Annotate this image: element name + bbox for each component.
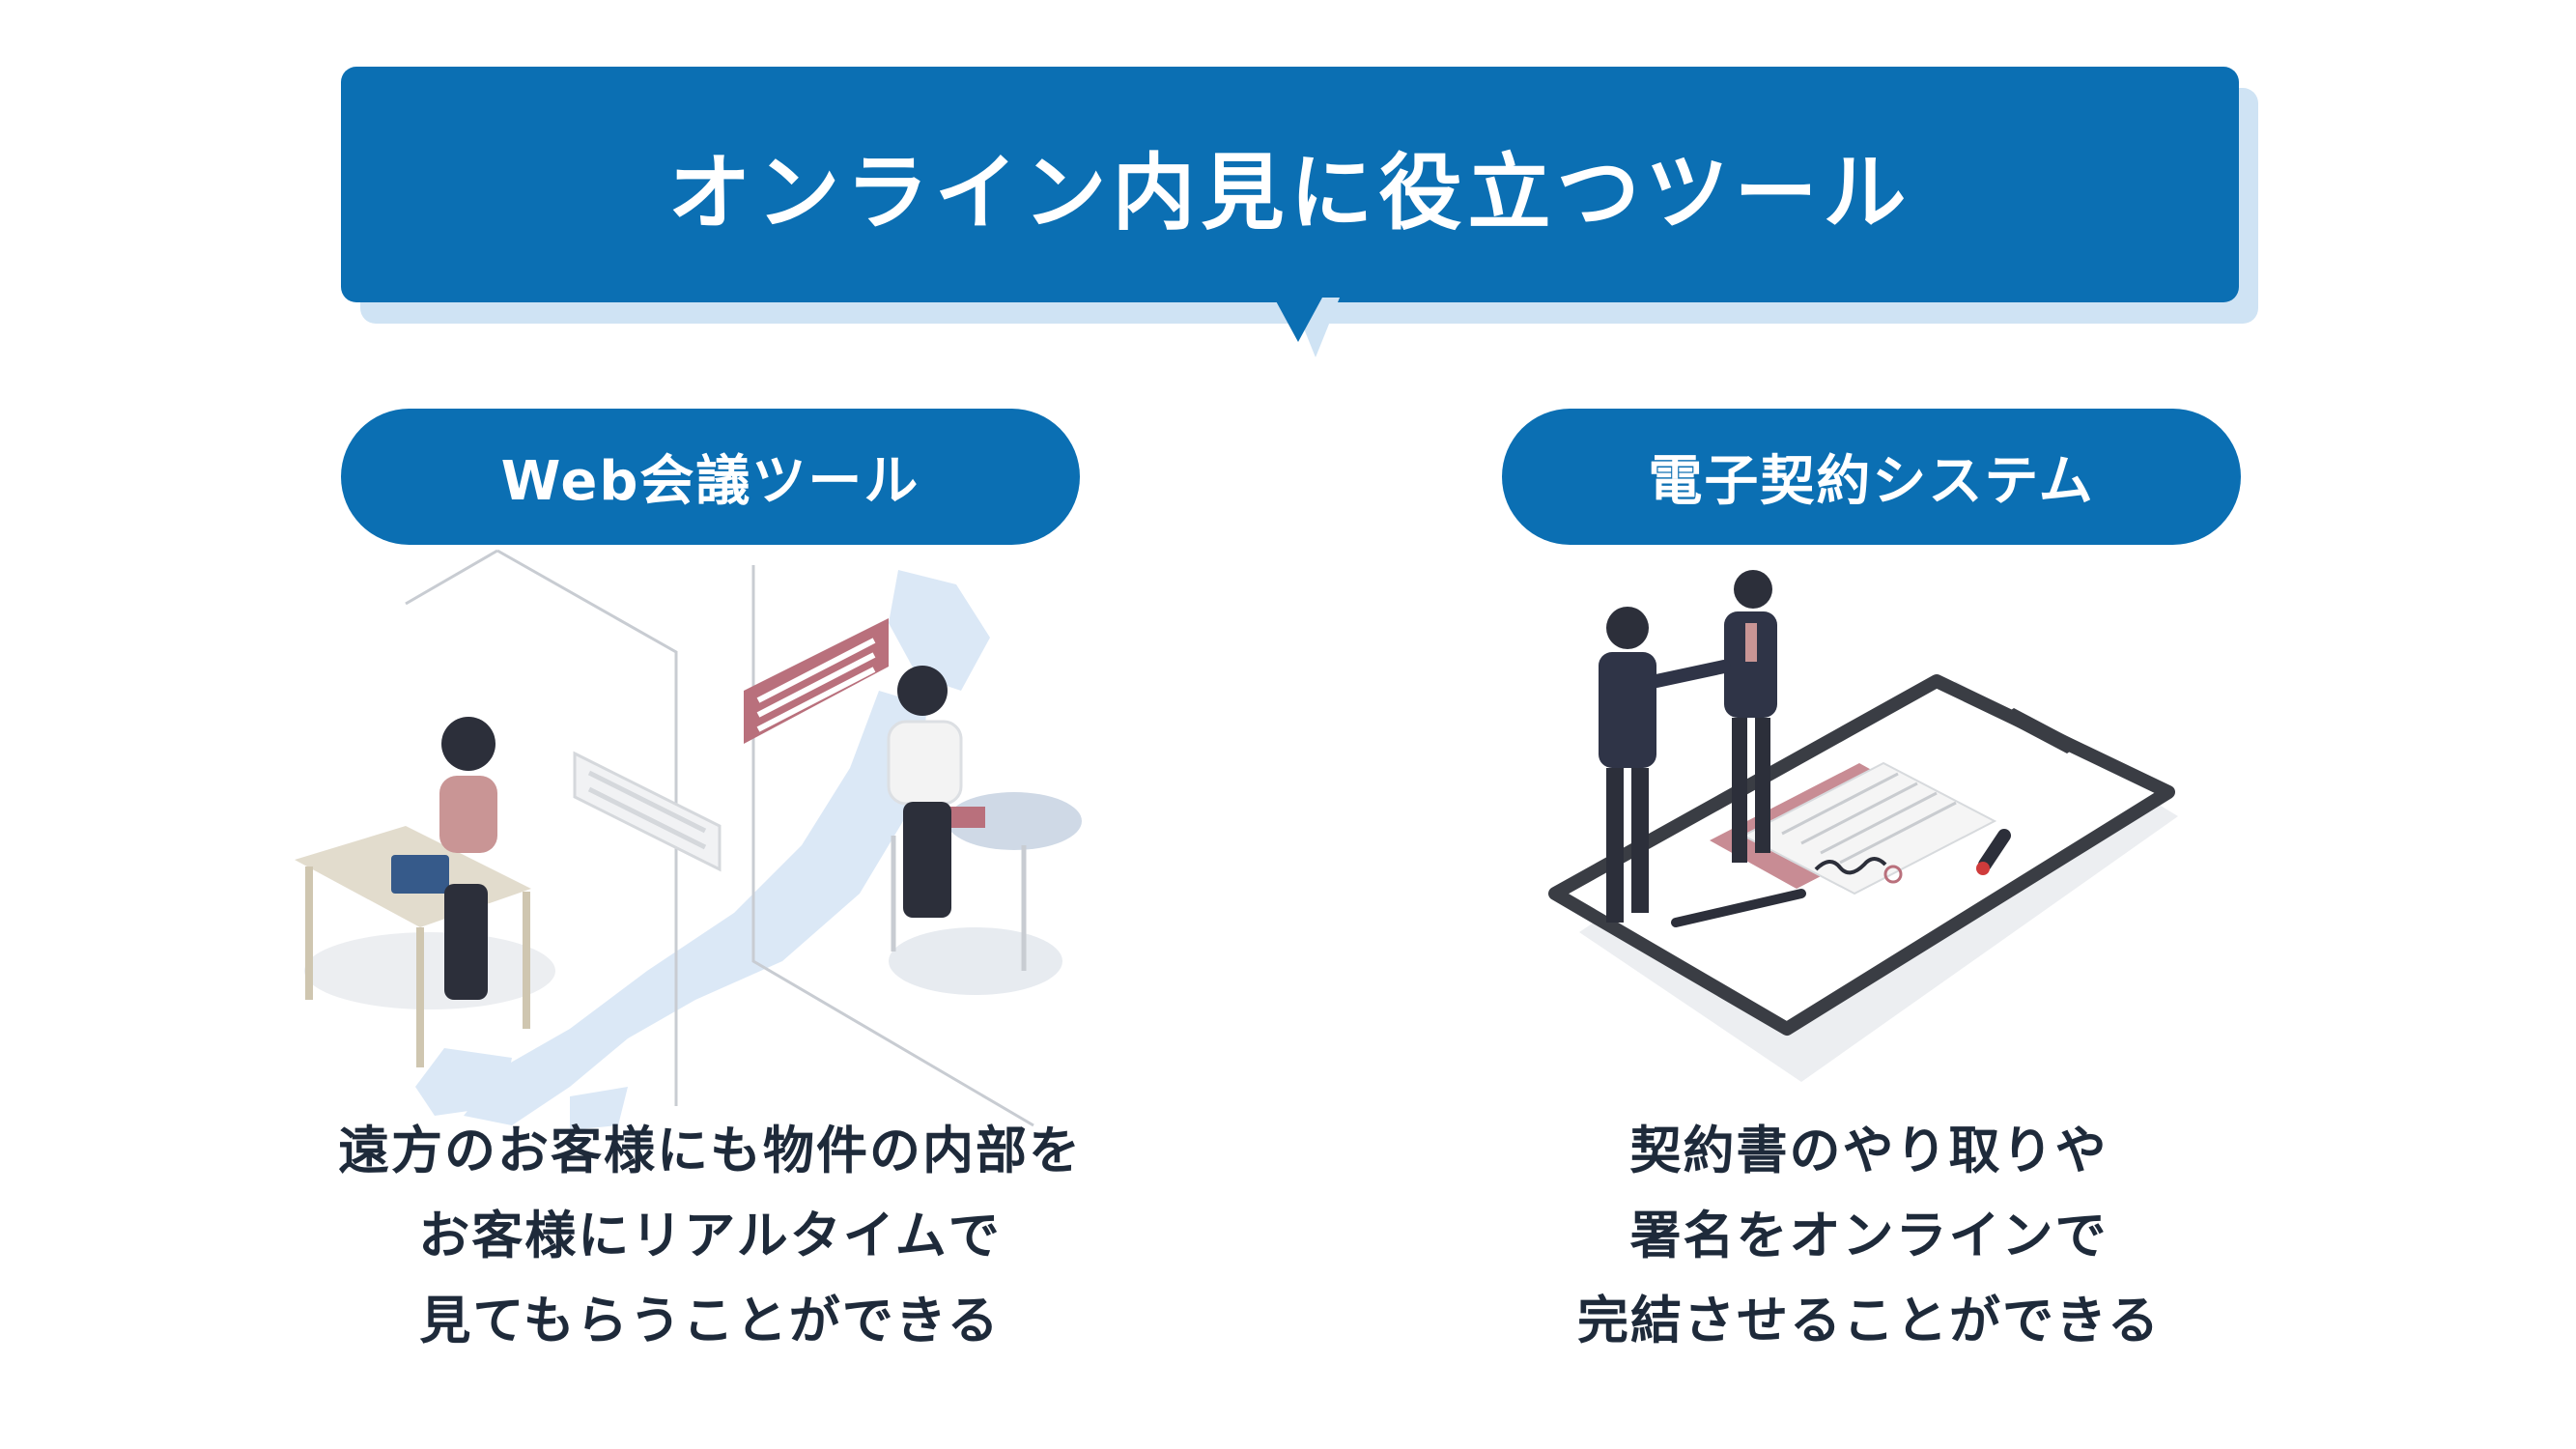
speech-bubble-icon [744, 618, 889, 744]
title-banner: オンライン内見に役立つツール [341, 67, 2239, 302]
seal-stamp-icon [1976, 829, 2011, 875]
web-meeting-illustration [295, 549, 1082, 1130]
description-line: 契約書のやり取りや [1629, 1122, 2109, 1180]
speech-bubble-icon [573, 751, 722, 872]
description-line: お客様にリアルタイムで [418, 1207, 1002, 1265]
tool-label-e-contract: 電子契約システム [1502, 409, 2241, 545]
pen-icon [1671, 889, 1806, 927]
description-line: 完結させることができる [1577, 1292, 2161, 1350]
description-line: 遠方のお客様にも物件の内部を [338, 1122, 1082, 1180]
description-line: 署名をオンラインで [1629, 1207, 2109, 1265]
japan-map-icon [415, 570, 990, 1130]
tool-label-text: Web会議ツール [500, 450, 920, 513]
description-line: 見てもらうことができる [419, 1292, 1001, 1350]
handshake-people-icon [1599, 570, 1777, 923]
person-at-desk-icon [295, 717, 555, 1067]
contract-document-icon [1710, 761, 1997, 895]
title-banner-pointer [1274, 298, 1340, 357]
person-at-table-icon [887, 666, 1082, 995]
tool-description-web-meeting: 遠方のお客様にも物件の内部を お客様にリアルタイムで 見てもらうことができる [275, 1109, 1145, 1364]
page-title: オンライン内見に役立つツール [667, 144, 1912, 242]
tool-label-text: 電子契約システム [1648, 450, 2095, 513]
tool-description-e-contract: 契約書のやり取りや 署名をオンラインで 完結させることができる [1434, 1109, 2304, 1364]
tool-label-web-meeting: Web会議ツール [341, 409, 1080, 545]
e-contract-illustration [1548, 570, 2178, 1082]
